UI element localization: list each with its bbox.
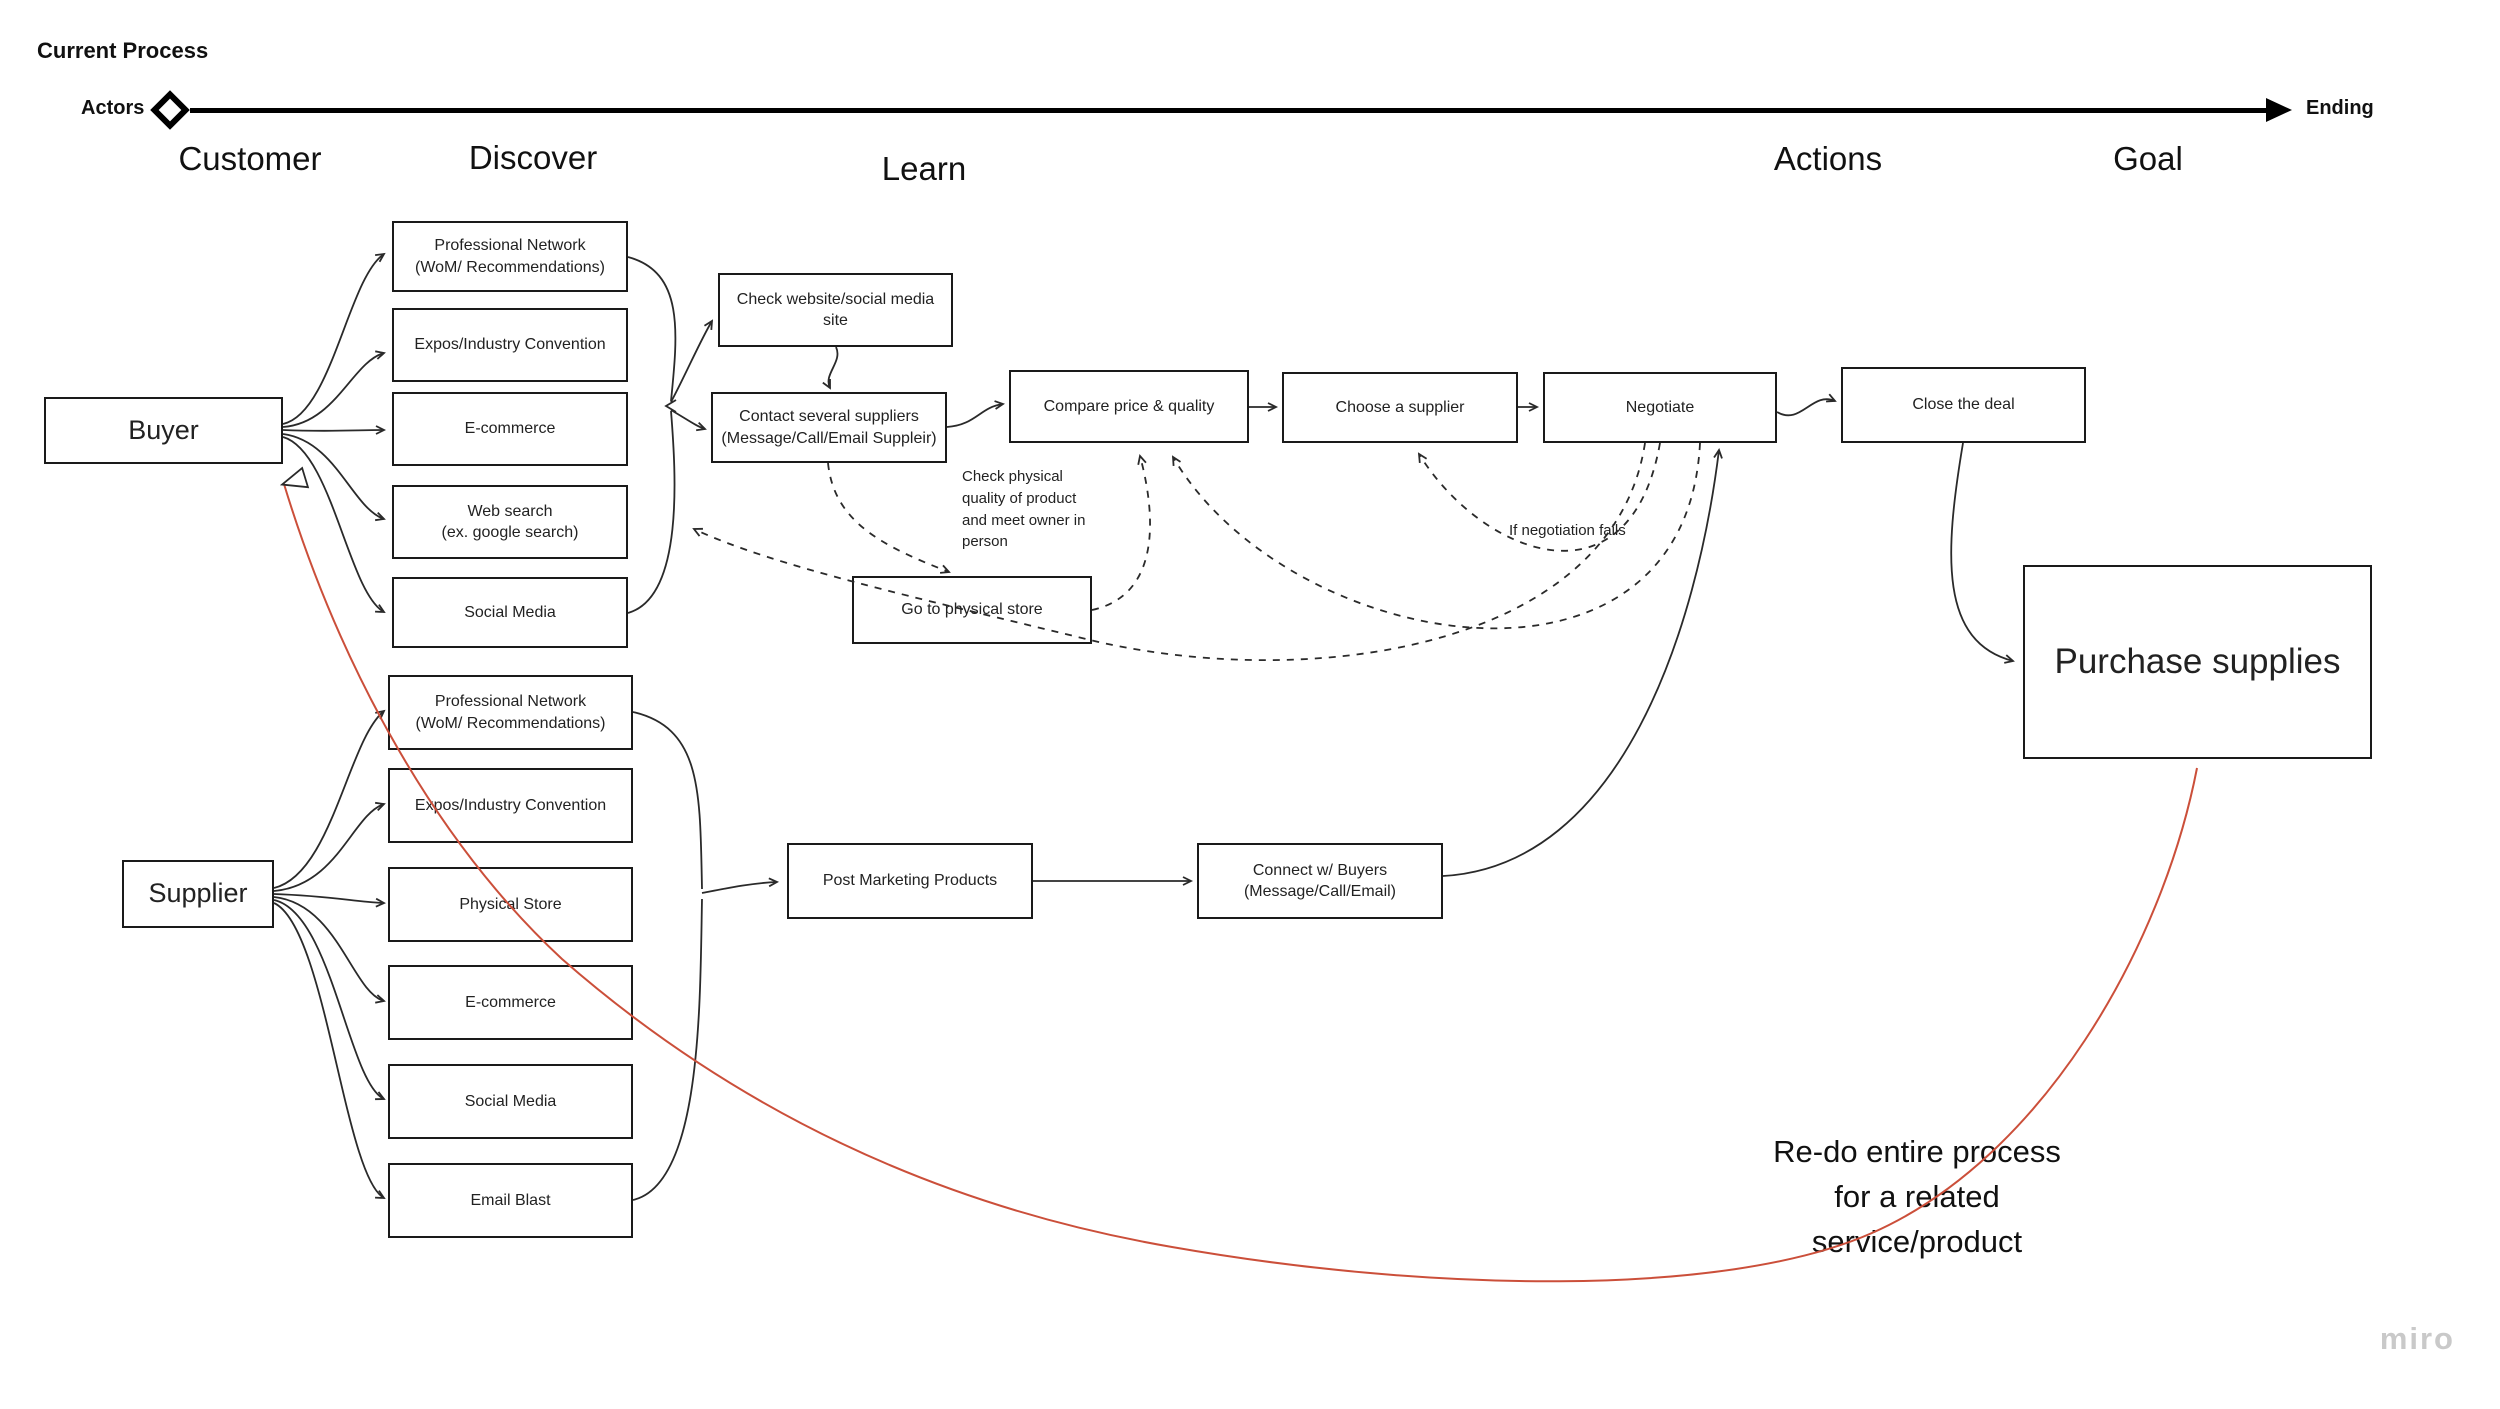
node-connect-buyers[interactable]: Connect w/ Buyers (Message/Call/Email) [1197,843,1443,919]
node-buyer-expos-convention[interactable]: Expos/Industry Convention [392,308,628,382]
page-title[interactable]: Current Process [37,38,209,63]
node-supplier-ecommerce[interactable]: E-commerce [388,965,633,1040]
node-close-deal[interactable]: Close the deal [1841,367,2086,443]
annotation-redo-process[interactable]: Re-do entire process for a related servi… [1773,1134,2061,1259]
annotation-negotiation-fails[interactable]: If negotiation fails [1509,522,1626,539]
timeline-line[interactable] [190,108,2268,113]
stage-label-goal[interactable]: Goal [2113,140,2183,177]
miro-watermark: miro [2379,1321,2455,1356]
node-compare-price[interactable]: Compare price & quality [1009,370,1249,443]
node-supplier-social-media[interactable]: Social Media [388,1064,633,1139]
node-buyer-ecommerce[interactable]: E-commerce [392,392,628,466]
node-purchase-supplies[interactable]: Purchase supplies [2023,565,2372,759]
timeline-actors-label[interactable]: Actors [81,97,145,119]
stage-label-customer[interactable]: Customer [178,140,322,177]
node-check-website[interactable]: Check website/social media site [718,273,953,347]
node-buyer-web-search[interactable]: Web search (ex. google search) [392,485,628,559]
node-supplier-expos-convention[interactable]: Expos/Industry Convention [388,768,633,843]
stage-label-discover[interactable]: Discover [468,139,598,176]
node-supplier-email-blast[interactable]: Email Blast [388,1163,633,1238]
stage-label-learn[interactable]: Learn [881,150,967,187]
node-supplier[interactable]: Supplier [122,860,274,928]
node-go-physical-store[interactable]: Go to physical store [852,576,1092,644]
stage-label-actions[interactable]: Actions [1773,140,1883,177]
node-contact-suppliers[interactable]: Contact several suppliers (Message/Call/… [711,392,947,463]
node-negotiate[interactable]: Negotiate [1543,372,1777,443]
node-choose-supplier[interactable]: Choose a supplier [1282,372,1518,443]
node-post-marketing[interactable]: Post Marketing Products [787,843,1033,919]
timeline-start-diamond-icon[interactable] [150,90,190,130]
timeline-arrowhead-icon [2266,98,2292,122]
node-supplier-physical-store[interactable]: Physical Store [388,867,633,942]
annotation-physical-check[interactable]: Check physical quality of product and me… [962,468,1086,551]
node-buyer[interactable]: Buyer [44,397,283,464]
node-supplier-professional-network[interactable]: Professional Network (WoM/ Recommendatio… [388,675,633,750]
node-buyer-social-media[interactable]: Social Media [392,577,628,648]
node-buyer-professional-network[interactable]: Professional Network (WoM/ Recommendatio… [392,221,628,292]
timeline-ending-label[interactable]: Ending [2306,97,2374,119]
